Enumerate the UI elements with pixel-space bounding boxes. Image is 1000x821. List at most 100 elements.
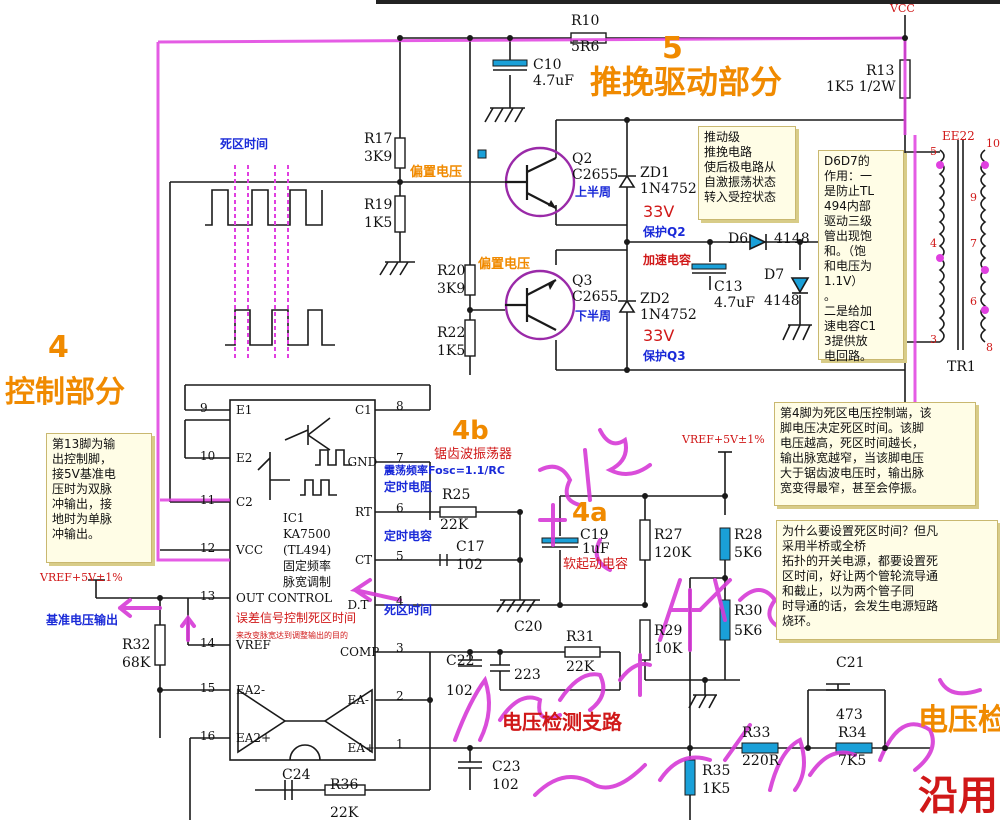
r35-value: 1K5 [702, 781, 731, 797]
vref-right-label: VREF+5V±1% [682, 433, 765, 446]
r19-value: 1K5 [364, 215, 393, 231]
ic-pin-16-name: EA2+ [236, 731, 272, 745]
protect-q2-label: 保护Q2 [643, 225, 686, 239]
q2-ref: Q2 [572, 151, 593, 167]
push-pull-title: 推挽驱动部分 [590, 63, 783, 101]
zener-33v-b: 33V [643, 326, 675, 345]
ic-pin-12-name: VCC [236, 543, 264, 557]
c20-value: 223 [514, 667, 541, 683]
r13-ref: R13 [866, 63, 895, 79]
ic-pin-15-number: 15 [200, 681, 216, 695]
r20-value: 3K9 [437, 281, 466, 297]
osc-frequency-label: 震荡频率Fosc=1.1/RC [384, 464, 505, 477]
vref-left-label: VREF+5V±1% [40, 571, 123, 584]
ic-pin-7-name: GND [347, 455, 378, 469]
r30-value: 5K6 [734, 623, 763, 639]
voltage-detect-right-title: 电压检 [918, 703, 1000, 738]
ic-pin-7-number: 7 [396, 451, 404, 465]
transformer-name: EE22 [942, 129, 975, 143]
d6-value: 4148 [774, 231, 810, 247]
zd1-ref: ZD1 [640, 165, 670, 181]
r10-ref: R10 [571, 13, 600, 29]
ic-pin-3-number: 3 [396, 641, 404, 655]
deadtime-pin-label: 死区时间 [384, 603, 433, 617]
ic-pin-8-name: C1 [355, 403, 372, 417]
r30-ref: R30 [734, 603, 763, 619]
tr-pin-5: 5 [930, 145, 937, 158]
r17-ref: R17 [364, 131, 393, 147]
lower-half-label: 下半周 [575, 309, 612, 323]
r29-value: 10K [654, 641, 683, 657]
r32-value: 68K [122, 655, 151, 671]
vcc-label: VCC [890, 2, 915, 15]
tr-pin-4: 4 [930, 237, 937, 250]
q2-value: C2655 [572, 167, 619, 183]
r36-ref: R36 [330, 777, 359, 793]
zener-33v-a: 33V [643, 202, 675, 221]
zd1-value: 1N4752 [640, 181, 697, 197]
r19-ref: R19 [364, 197, 393, 213]
control-title: 控制部分 [5, 375, 125, 410]
ic-pin-5-number: 5 [396, 549, 404, 563]
r22-ref: R22 [437, 325, 466, 341]
r25-ref: R25 [442, 487, 471, 503]
d6-ref: D6 [728, 231, 749, 247]
ic-pin-13-name: OUT CONTROL [236, 591, 333, 605]
deadtime-top-label: 死区时间 [220, 137, 269, 151]
c20-ref: C20 [514, 619, 543, 635]
c22-value: 102 [446, 683, 473, 699]
tr-pin-6: 6 [970, 295, 977, 308]
ic-pin-15-name: EA2- [236, 683, 266, 697]
ic-pin-14-name: VREF [236, 638, 271, 652]
protect-q3-label: 保护Q3 [643, 349, 686, 363]
r25-value: 22K [440, 517, 469, 533]
c13-value: 4.7uF [714, 295, 755, 311]
c19-value: 1uF [582, 541, 610, 557]
r20-ref: R20 [437, 263, 466, 279]
c21-ref: C21 [836, 655, 865, 671]
r33-value: 220R [742, 753, 780, 769]
c17-value: 102 [456, 557, 483, 573]
ic-pin-6-name: RT [355, 505, 372, 519]
r33-ref: R33 [742, 725, 771, 741]
ic-pin-11-name: C2 [236, 495, 253, 509]
note-d6-d7: D6D7的 作用：一 是防止TL 494内部 驱动三级 管出现饱 和。（饱 和电… [818, 150, 904, 363]
timing-capacitor-label: 定时电容 [384, 529, 433, 543]
r28-value: 5K6 [734, 545, 763, 561]
note-pin4: 第4脚为死区电压控制端，该 脚电压决定死区时间。该脚 电压越高，死区时间越长， … [774, 402, 976, 506]
edge-title: 沿用 [918, 773, 998, 819]
softstart-label: 软起动电容 [563, 557, 629, 572]
c17-ref: C17 [456, 539, 485, 555]
zd2-ref: ZD2 [640, 291, 670, 307]
r34-ref: R34 [838, 725, 867, 741]
q3-ref: Q3 [572, 273, 593, 289]
r27-value: 120K [654, 545, 692, 561]
ic-pin-6-number: 6 [396, 501, 404, 515]
r27-ref: R27 [654, 527, 683, 543]
tr-pin-9: 9 [970, 191, 977, 204]
c21-value: 473 [836, 707, 863, 723]
transformer-label: TR1 [947, 359, 976, 375]
c10-ref: C10 [533, 57, 562, 73]
c13-ref: C13 [714, 279, 743, 295]
speedup-cap-label: 加速电容 [643, 253, 692, 267]
c24-ref: C24 [282, 767, 311, 783]
error-control-sub-label: 来改变脉宽达到调整输出的目的 [236, 631, 348, 640]
r32-ref: R32 [122, 637, 151, 653]
r31-value: 22K [566, 659, 595, 675]
d7-ref: D7 [764, 267, 785, 283]
ic-pin-4-name: D.T [347, 598, 369, 612]
bias-voltage-label-2: 偏置电压 [478, 257, 531, 272]
error-control-label: 误差信号控制死区时间 [236, 611, 357, 625]
r28-ref: R28 [734, 527, 763, 543]
ic-pin-11-number: 11 [200, 493, 216, 507]
tr-pin-8: 8 [986, 341, 993, 354]
top-border [376, 0, 1000, 4]
r13-value: 1K5 1/2W [826, 79, 896, 95]
voltage-detect-title: 电压检测支路 [502, 710, 622, 734]
r36-value: 22K [330, 805, 359, 821]
c19-ref: C19 [580, 527, 609, 543]
r31-ref: R31 [566, 629, 595, 645]
